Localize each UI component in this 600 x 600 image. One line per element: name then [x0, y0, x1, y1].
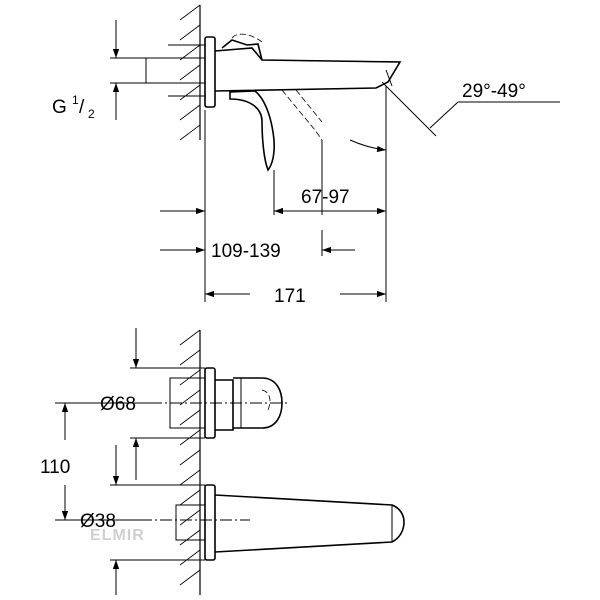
spout-escutcheon [204, 484, 216, 561]
angle-label: 29°-49° [462, 81, 526, 102]
wall-connector [145, 44, 205, 97]
spout [214, 47, 402, 92]
dim-67-97-label: 67-97 [301, 187, 350, 208]
wall-bottom [179, 329, 201, 595]
spout-body [214, 494, 405, 553]
dim-67-97: 67-97 [274, 187, 386, 215]
lever-blade [229, 90, 275, 172]
dim-109-139-label: 109-139 [211, 241, 281, 262]
svg-text:2: 2 [88, 107, 95, 121]
front-view: Ø68 110 Ø38 ELMIR [40, 328, 405, 595]
svg-text:/: / [79, 97, 85, 118]
svg-text:G: G [52, 97, 67, 118]
side-view: G 1 / 2 29°-49° 67-97 [52, 4, 560, 307]
thread-dim-arrows [110, 20, 146, 120]
dim-38-label: Ø38 [80, 511, 116, 532]
dim-110-label: 110 [40, 457, 70, 478]
wall-top [179, 4, 201, 141]
dim-171-label: 171 [274, 286, 306, 307]
dim-38: Ø38 [80, 445, 205, 595]
dim-110: 110 [40, 402, 150, 521]
lever-handle [221, 39, 263, 61]
watermark: ELMIR [90, 527, 145, 544]
handle-knob [215, 377, 283, 431]
dim-171: 171 [205, 286, 386, 307]
angle-dimension: 29°-49° [349, 81, 560, 153]
dim-68-label: Ø68 [100, 394, 136, 415]
escutcheon-plate [204, 36, 216, 108]
dim-68: Ø68 [100, 328, 205, 480]
thread-label: G 1 / 2 [52, 93, 95, 121]
svg-text:1: 1 [72, 93, 79, 107]
dim-109-139: 109-139 [160, 207, 355, 262]
